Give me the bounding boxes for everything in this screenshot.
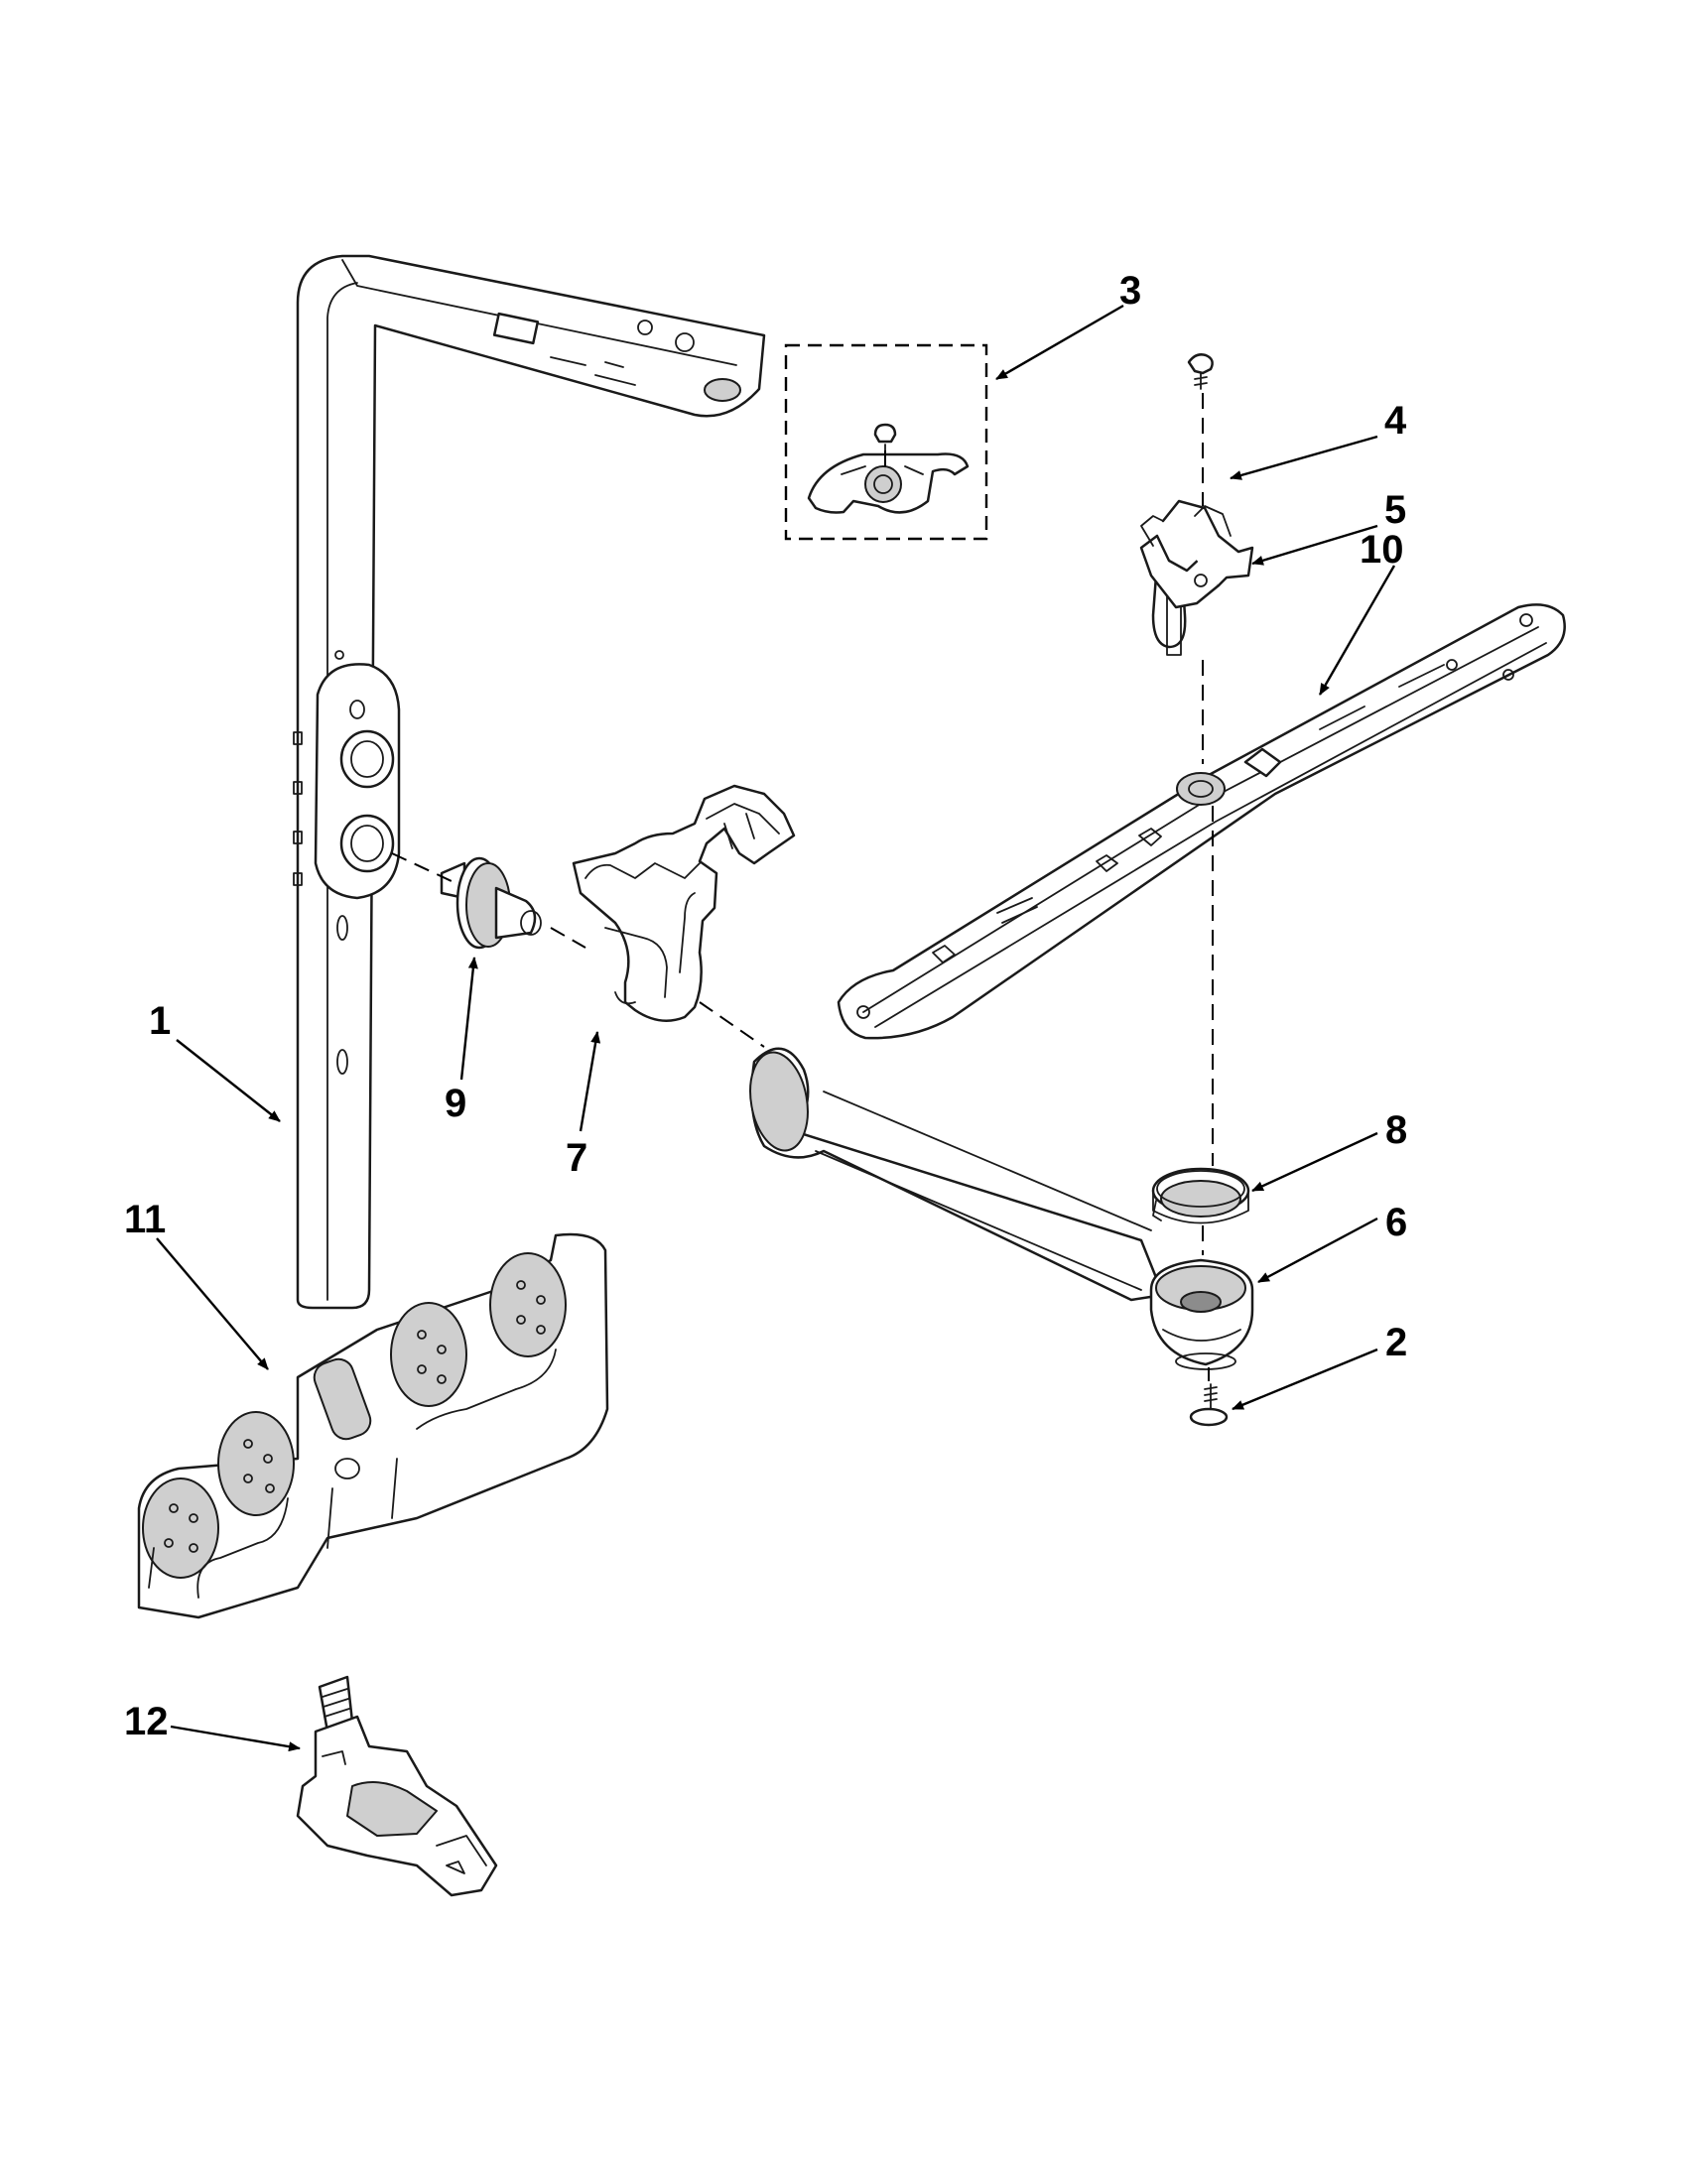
part-9-diverter-plug bbox=[440, 856, 542, 950]
leader-lines bbox=[156, 304, 1396, 1752]
part-tube-to-hub bbox=[749, 1047, 1165, 1302]
callout-12: 12 bbox=[124, 1700, 169, 1743]
part-11-spray-manifold bbox=[137, 1232, 609, 1619]
part-12-connector bbox=[296, 1675, 498, 1897]
part-1-supply-tube bbox=[293, 254, 766, 1310]
callout-1: 1 bbox=[149, 999, 171, 1043]
callout-labels: 1 2 3 4 5 6 7 8 9 10 11 12 bbox=[124, 269, 1407, 1743]
callout-6: 6 bbox=[1385, 1201, 1407, 1244]
part-3-spray-arm-clip bbox=[784, 343, 988, 541]
assembly-lines bbox=[391, 393, 1214, 1381]
part-7-bracket bbox=[572, 784, 796, 1022]
part-2-screw bbox=[1189, 1383, 1229, 1427]
callout-7: 7 bbox=[566, 1136, 587, 1180]
callout-5: 5 bbox=[1384, 488, 1406, 532]
callout-2: 2 bbox=[1385, 1321, 1407, 1364]
callout-8: 8 bbox=[1385, 1108, 1407, 1152]
callout-10: 10 bbox=[1360, 528, 1404, 572]
part-10-lower-spray-arm bbox=[837, 603, 1566, 1040]
callout-9: 9 bbox=[445, 1082, 466, 1125]
part-8-seal-ring bbox=[1151, 1167, 1250, 1224]
callout-4: 4 bbox=[1384, 399, 1407, 443]
callout-11: 11 bbox=[124, 1198, 166, 1241]
part-4-screw bbox=[1187, 353, 1214, 390]
callout-3: 3 bbox=[1119, 269, 1141, 313]
part-6-hub bbox=[1149, 1258, 1254, 1370]
part-5-bearing bbox=[1139, 499, 1254, 656]
